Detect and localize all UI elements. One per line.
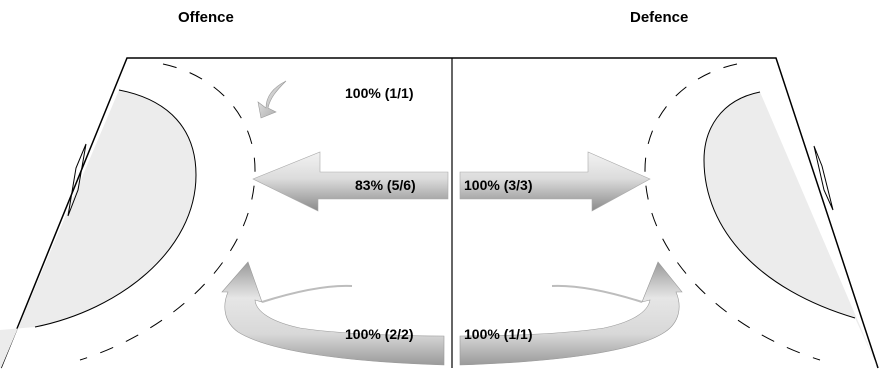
- straight-arrow-right: [459, 151, 651, 212]
- curved-arrow-left: [221, 261, 445, 366]
- straight-arrow-left: [252, 151, 449, 212]
- stat-offence-straight: 83% (5/6): [355, 177, 416, 193]
- defence-title: Defence: [630, 9, 689, 26]
- free-throw-line-right: [644, 63, 821, 361]
- goal-right: [813, 145, 834, 211]
- curved-arrow-right-shine: [551, 284, 643, 303]
- curved-arrow-left-shine: [261, 284, 353, 303]
- offence-title: Offence: [178, 9, 234, 26]
- stat-defence-straight: 100% (3/3): [464, 177, 532, 193]
- goal-area-left: [0, 90, 196, 368]
- stat-defence-curve: 100% (1/1): [464, 326, 532, 342]
- goal-area-left-line: [34, 89, 197, 328]
- small-curved-arrow: [257, 80, 287, 119]
- goal-left: [67, 143, 87, 217]
- goal-area-right: [704, 92, 878, 368]
- goal-area-right-line: [703, 91, 856, 319]
- stat-offence-corner: 100% (1/1): [345, 85, 413, 101]
- curved-arrow-right: [459, 261, 683, 366]
- free-throw-line-left: [79, 63, 256, 361]
- stat-offence-curve: 100% (2/2): [345, 326, 413, 342]
